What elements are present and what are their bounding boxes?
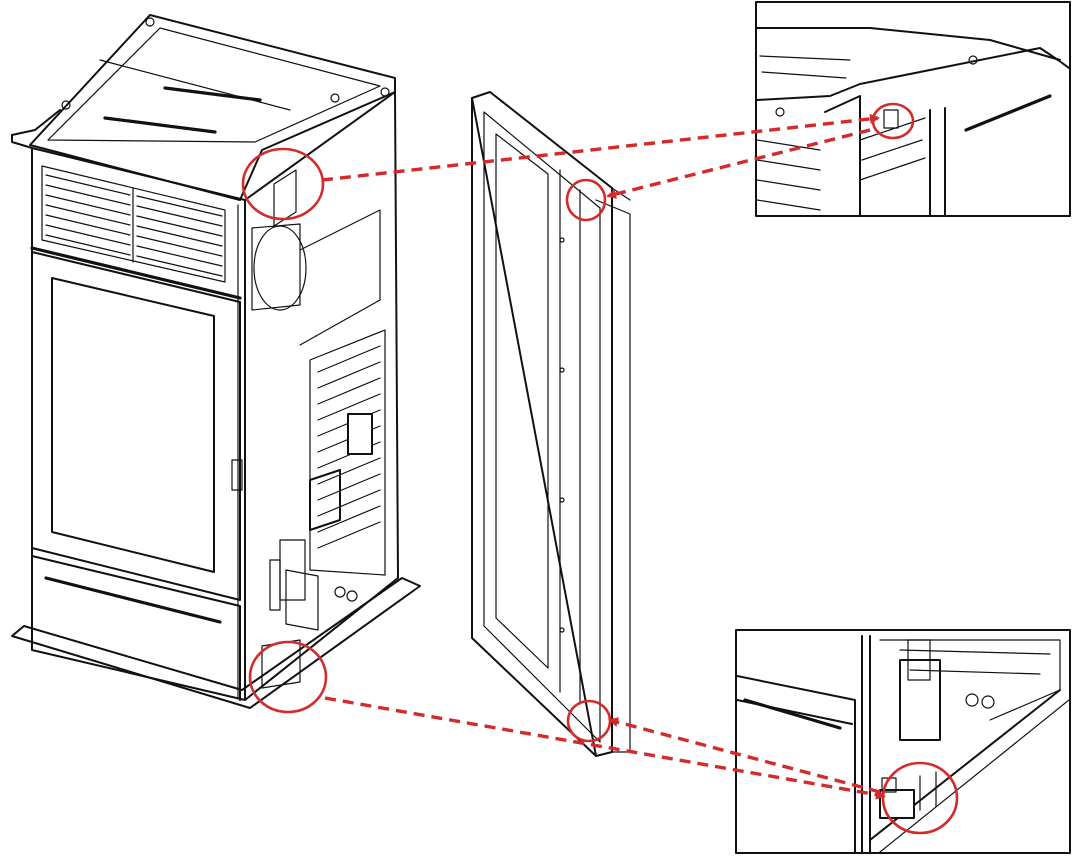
arrow-inset-to-panel-top (606, 128, 871, 199)
stove-door (31, 251, 243, 601)
arrow-stove-top-to-inset (321, 113, 880, 182)
dashed-arrows (321, 113, 886, 800)
arrow-inset-to-panel-bottom (608, 717, 881, 794)
pellet-stove (11, 14, 421, 709)
highlight-ring-inset-top (871, 102, 915, 140)
highlight-ring-stove-bottom (248, 640, 328, 714)
highlight-ring-panel-top (565, 178, 607, 222)
side-panel (471, 91, 631, 757)
arrow-stove-bottom-to-inset (324, 696, 886, 800)
highlight-ring-stove-top (241, 147, 325, 221)
detail-inset-bottom (735, 629, 1071, 854)
stove-internals (251, 169, 386, 689)
front-vent-grille (41, 165, 226, 283)
detail-inset-top (755, 1, 1071, 217)
